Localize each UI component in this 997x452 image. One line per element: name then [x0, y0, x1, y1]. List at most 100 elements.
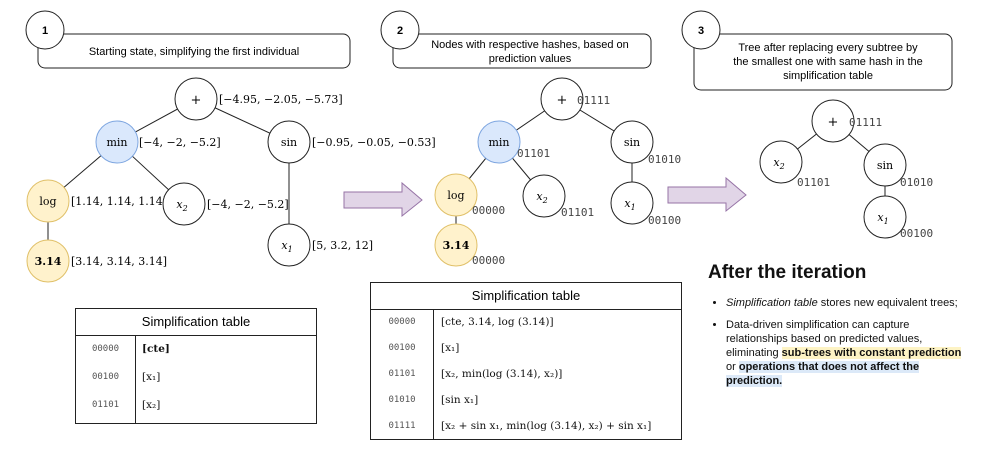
simplification-table-1: Simplification table 00000 [cte] 00100 […: [75, 308, 317, 424]
tree2-node-sin: sin 01010: [610, 120, 681, 166]
svg-text:+: +: [557, 93, 568, 108]
step1-badge: [25, 10, 65, 50]
tree2-node-const: 3.14 00000: [434, 223, 505, 267]
tree2-node-x1: x1 00100: [610, 181, 681, 227]
table1-code: 00000: [91, 344, 120, 354]
tree1-annotation-sin: [−0.95, −0.05, −0.53]: [312, 136, 436, 149]
tree3-node-sin: sin 01010: [863, 143, 933, 189]
table-row: 01010 [sin x₁]: [371, 388, 681, 414]
tree1-node-const: 3.14 [3.14, 3.14, 3.14]: [26, 239, 167, 283]
notes-bullet-1: Simplification table stores new equivale…: [726, 296, 963, 310]
table2-code: 00000: [388, 317, 416, 327]
table1-value: [x₁]: [142, 371, 161, 383]
svg-text:sin: sin: [624, 136, 640, 149]
step3-badge: [681, 10, 721, 50]
step2-caption-line2: prediction values: [489, 53, 572, 65]
tree1-node-plus: + [−4.95, −2.05, −5.73]: [174, 77, 343, 121]
table-row: 01101 [x₂, min(log (3.14), x₂)]: [371, 362, 681, 388]
tree3-node-plus: + 01111: [811, 99, 882, 143]
tree1-annotation-x2: [−4, −2, −5.2]: [207, 198, 289, 211]
step3-header: 3 Tree after replacing every subtree by …: [681, 10, 953, 91]
table-row: 00100 [x₁]: [371, 336, 681, 362]
simplification-table-2: Simplification table 00000 [cte, 3.14, l…: [370, 282, 682, 440]
table2-value: [cte, 3.14, log (3.14)]: [441, 316, 554, 328]
tree1-nodes: + [−4.95, −2.05, −5.73] min [−4, −2, −5.…: [26, 77, 436, 283]
svg-text:+: +: [828, 115, 839, 130]
arrow-step2-to-3: [667, 176, 747, 213]
svg-text:x1: x1: [281, 239, 292, 254]
notes-list: Simplification table stores new equivale…: [708, 296, 963, 388]
tree1-node-x2: x2 [−4, −2, −5.2]: [162, 182, 289, 226]
svg-text:3.14: 3.14: [35, 255, 62, 268]
svg-text:min: min: [106, 136, 127, 149]
table1-title: Simplification table: [76, 309, 316, 336]
tree2-nodes: + 01111 min 01101 sin 01010 log 00000 x2…: [434, 77, 681, 267]
step3-number: 3: [698, 25, 704, 37]
tree2-hash-const: 00000: [472, 254, 505, 267]
tree1-node-sin: sin [−0.95, −0.05, −0.53]: [267, 120, 436, 164]
step2-caption-box: [392, 33, 652, 69]
tree1-annotation-const: [3.14, 3.14, 3.14]: [71, 255, 167, 268]
tree3-hash-sin: 01010: [900, 176, 933, 189]
step1-number: 1: [42, 25, 48, 37]
tree2-node-log: log 00000: [434, 173, 505, 217]
tree2-node-x2: x2 01101: [522, 174, 594, 219]
table-row: 00000 [cte]: [76, 336, 316, 364]
tree1-annotation-plus: [−4.95, −2.05, −5.73]: [219, 93, 343, 106]
table2-title: Simplification table: [371, 283, 681, 310]
step3-caption-box: [693, 33, 953, 91]
svg-text:log: log: [39, 195, 56, 208]
table2-code: 01111: [388, 421, 416, 431]
table-row: 00000 [cte, 3.14, log (3.14)]: [371, 310, 681, 336]
svg-text:3.14: 3.14: [443, 239, 470, 252]
table2-value: [sin x₁]: [441, 394, 479, 406]
svg-text:x2: x2: [773, 156, 784, 171]
step2-caption-line1: Nodes with respective hashes, based on: [431, 39, 629, 51]
step3-caption-line2: the smallest one with same hash in the: [733, 56, 923, 68]
tree1-annotation-min: [−4, −2, −5.2]: [139, 136, 221, 149]
tree1: [47, 98, 290, 261]
notes-heading: After the iteration: [708, 262, 867, 283]
tree1-annotation-x1: [5, 3.2, 12]: [312, 239, 373, 252]
tree2-hash-x1: 00100: [648, 214, 681, 227]
after-iteration-notes: After the iteration Simplification table…: [708, 262, 963, 396]
tree2: [455, 98, 633, 245]
table-row: 01111 [x₂ + sin x₁, min(log (3.14), x₂) …: [371, 414, 681, 440]
tree3-hash-plus: 01111: [849, 116, 882, 129]
highlight-constant-prediction: sub-trees with constant prediction: [781, 347, 962, 359]
svg-text:sin: sin: [877, 159, 893, 172]
table1-code: 01101: [91, 400, 120, 410]
notes-bullet-2: Data-driven simplification can capture r…: [726, 318, 963, 388]
svg-text:x1: x1: [624, 197, 635, 212]
svg-text:x2: x2: [536, 190, 547, 205]
table2-value: [x₁]: [441, 342, 460, 354]
tree3-node-x1: x1 00100: [863, 195, 933, 240]
tree1-node-log: log [1.14, 1.14, 1.14]: [26, 179, 167, 223]
svg-text:min: min: [488, 136, 509, 149]
arrow-step1-to-2: [343, 181, 423, 218]
table2-code: 00100: [388, 343, 416, 353]
table2-value: [x₂ + sin x₁, min(log (3.14), x₂) + sin …: [441, 420, 652, 432]
table2-code: 01101: [388, 369, 416, 379]
tree3-hash-x2: 01101: [797, 176, 830, 189]
svg-text:x2: x2: [176, 198, 187, 213]
step3-caption-line3: simplification table: [783, 70, 873, 82]
tree3-nodes: + 01111 x2 01101 sin 01010 x1 00100: [759, 99, 933, 240]
svg-text:x1: x1: [877, 211, 888, 226]
tree1-node-x1: x1 [5, 3.2, 12]: [267, 223, 373, 267]
tree1-annotation-log: [1.14, 1.14, 1.14]: [71, 195, 167, 208]
tree1-node-min: min [−4, −2, −5.2]: [95, 120, 221, 164]
step3-caption-line1: Tree after replacing every subtree by: [738, 42, 918, 54]
step1-caption-box: [37, 33, 351, 69]
svg-text:log: log: [447, 189, 464, 202]
svg-text:+: +: [191, 93, 202, 108]
tree2-node-min: min 01101: [477, 120, 550, 164]
tree2-hash-sin: 01010: [648, 153, 681, 166]
step2-number: 2: [397, 25, 403, 37]
table-row: 01101 [x₂]: [76, 392, 316, 420]
highlight-no-effect-operations: operations that does not affect the pred…: [726, 361, 920, 387]
table1-code: 00100: [91, 372, 120, 382]
table1-value: [cte]: [142, 343, 170, 355]
step1-header: 1 Starting state, simplifying the first …: [25, 10, 351, 69]
